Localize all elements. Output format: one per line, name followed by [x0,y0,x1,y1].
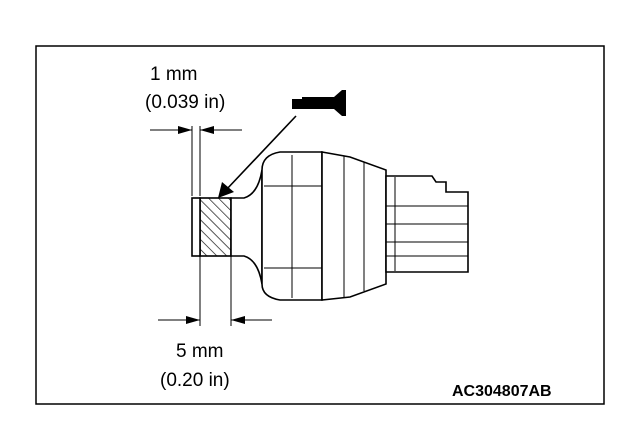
tip-end [191,197,201,257]
diagram-frame [35,45,605,405]
dimension-bottom-lines [158,256,272,326]
dimension-top-lines [150,126,242,196]
sealant-area [199,197,232,257]
dimension-bottom-metric: 5 mm [176,341,224,362]
sealant-tube-icon [218,90,346,198]
dimension-top-imperial: (0.039 in) [145,92,225,113]
sensor-body [191,151,469,301]
dimension-bottom-imperial: (0.20 in) [160,370,230,391]
dimension-top-metric: 1 mm [150,64,198,85]
figure-id: AC304807AB [452,383,552,400]
